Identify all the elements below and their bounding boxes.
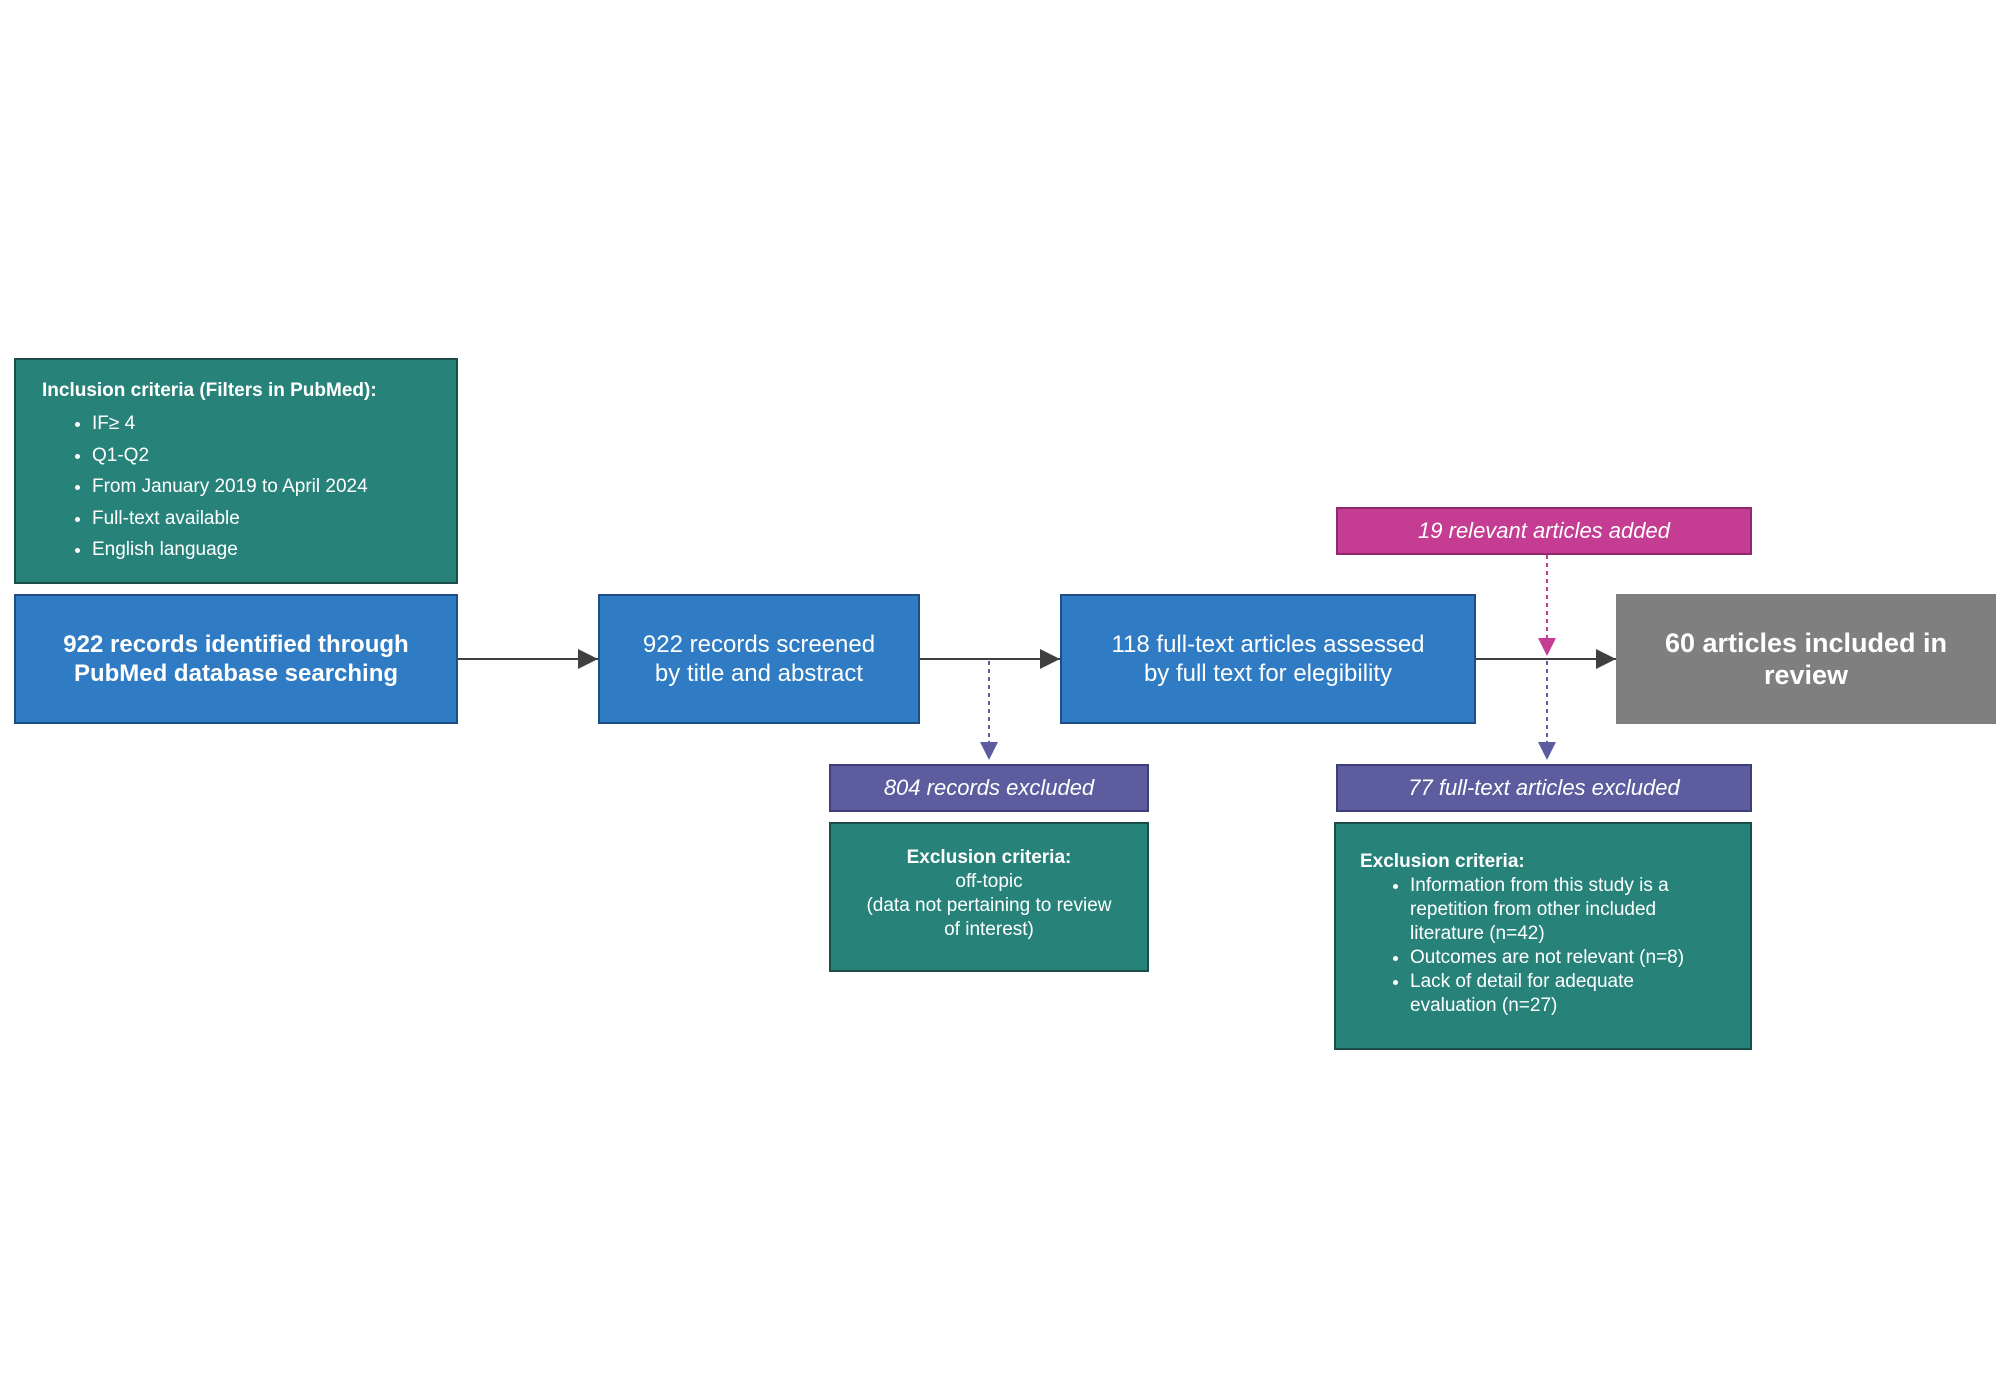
exclusion-criteria-list-2: Information from this study is a repetit… xyxy=(1360,874,1730,1018)
fulltext-excluded-text: 77 full-text articles excluded xyxy=(1408,775,1680,800)
exclusion-criteria-title-1: Exclusion criteria: xyxy=(906,847,1072,868)
exclusion-item: Lack of detail for adequate evaluation (… xyxy=(1410,970,1730,1018)
fulltext-assessed-text: 118 full-text articles assessed by full … xyxy=(1111,631,1425,687)
arrowhead-1 xyxy=(578,649,598,669)
articles-included-text: 60 articles included in review xyxy=(1664,628,1948,690)
arrowhead-excluded-fulltext xyxy=(1538,742,1556,760)
inclusion-criteria-box: Inclusion criteria (Filters in PubMed): … xyxy=(14,358,458,584)
records-excluded-box: 804 records excluded xyxy=(829,764,1149,812)
inclusion-item: From January 2019 to April 2024 xyxy=(92,471,432,503)
inclusion-item: IF≥ 4 xyxy=(92,408,432,440)
exclusion-item: Information from this study is a repetit… xyxy=(1410,874,1730,946)
arrowhead-excluded-records xyxy=(980,742,998,760)
records-screened-box: 922 records screened by title and abstra… xyxy=(598,594,920,724)
articles-included-box: 60 articles included in review xyxy=(1616,594,1996,724)
exclusion-criteria-box-1: Exclusion criteria: off-topic (data not … xyxy=(829,822,1149,972)
exclusion-criteria-box-2: Exclusion criteria: Information from thi… xyxy=(1334,822,1752,1050)
exclusion-criteria-title-2: Exclusion criteria: xyxy=(1360,851,1525,872)
arrowhead-added xyxy=(1538,638,1556,656)
records-screened-text: 922 records screened by title and abstra… xyxy=(642,631,876,687)
records-excluded-text: 804 records excluded xyxy=(883,775,1095,800)
exclusion-item: Outcomes are not relevant (n=8) xyxy=(1410,946,1730,970)
arrowhead-2 xyxy=(1040,649,1060,669)
records-identified-text: 922 records identified through PubMed da… xyxy=(63,631,409,687)
fulltext-assessed-box: 118 full-text articles assessed by full … xyxy=(1060,594,1476,724)
articles-added-text: 19 relevant articles added xyxy=(1418,518,1670,543)
inclusion-item: Full-text available xyxy=(92,503,432,535)
records-identified-box: 922 records identified through PubMed da… xyxy=(14,594,458,724)
inclusion-item: Q1-Q2 xyxy=(92,440,432,472)
arrowhead-3 xyxy=(1596,649,1616,669)
fulltext-excluded-box: 77 full-text articles excluded xyxy=(1336,764,1752,812)
articles-added-box: 19 relevant articles added xyxy=(1336,507,1752,555)
inclusion-criteria-title: Inclusion criteria (Filters in PubMed): xyxy=(42,380,377,401)
inclusion-criteria-list: IF≥ 4 Q1-Q2 From January 2019 to April 2… xyxy=(42,408,432,566)
exclusion-criteria-body-1: off-topic (data not pertaining to review… xyxy=(866,871,1112,940)
inclusion-item: English language xyxy=(92,534,432,566)
